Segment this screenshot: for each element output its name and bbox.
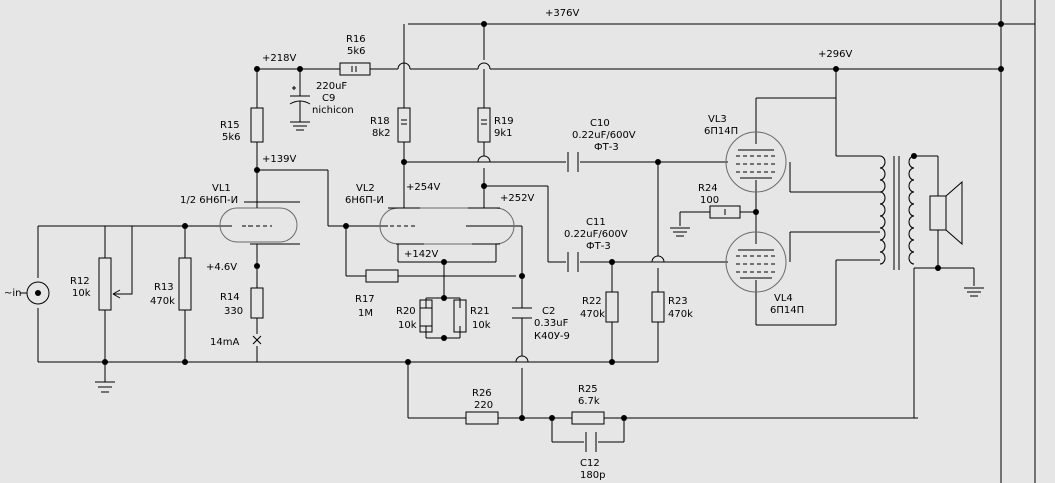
input-jack xyxy=(20,281,50,305)
vl4-type: 6П14П xyxy=(770,305,804,316)
r19-ref: R19 xyxy=(494,116,514,127)
c11-type: ФТ-3 xyxy=(586,241,611,252)
resistor-r14 xyxy=(250,287,264,319)
c2-ref: C2 xyxy=(542,306,555,317)
speaker-icon xyxy=(929,180,963,246)
r20-ref: R20 xyxy=(396,306,416,317)
resistor-r25 xyxy=(571,411,605,425)
node-label-142: +142V xyxy=(404,249,438,260)
r12-ref: R12 xyxy=(70,276,90,287)
tube-vl2 xyxy=(379,207,515,245)
r24-value: 100 xyxy=(700,195,719,206)
resistor-r26 xyxy=(465,411,499,425)
current-label: 14mA xyxy=(210,337,239,348)
rail-label-218: +218V xyxy=(262,53,296,64)
r13-ref: R13 xyxy=(154,282,174,293)
r17-value: 1M xyxy=(358,308,373,319)
capacitor-c9 xyxy=(289,69,311,122)
rail-label-139: +139V xyxy=(262,154,296,165)
resistor-r19 xyxy=(477,107,491,143)
capacitor-c2 xyxy=(512,307,532,319)
c12-ref: C12 xyxy=(580,458,600,469)
node-label-252: +252V xyxy=(500,193,534,204)
vl2-type: 6Н6П-И xyxy=(345,195,384,206)
potentiometer-r12 xyxy=(98,257,112,311)
output-stage-wiring xyxy=(679,69,975,418)
r15-value: 5k6 xyxy=(222,132,241,143)
r24-ref: R24 xyxy=(698,183,718,194)
resistor-r17 xyxy=(365,269,399,283)
vl4-ref: VL4 xyxy=(774,293,793,304)
vl3-ref: VL3 xyxy=(708,114,727,125)
r15-ref: R15 xyxy=(220,120,240,131)
tube-vl3 xyxy=(725,131,787,193)
resistor-r24 xyxy=(709,205,741,219)
resistor-r18 xyxy=(397,107,411,143)
capacitor-c11 xyxy=(567,252,579,272)
c9-ref: C9 xyxy=(322,93,335,104)
r25-ref: R25 xyxy=(578,384,598,395)
c2-type: К40У-9 xyxy=(534,331,570,342)
r19-value: 9k1 xyxy=(494,128,513,139)
r14-ref: R14 xyxy=(220,292,240,303)
vl1-ref: VL1 xyxy=(212,183,231,194)
r13-value: 470k xyxy=(150,296,175,307)
c10-ref: C10 xyxy=(590,118,610,129)
input-label: ~in xyxy=(4,288,22,299)
resistor-r13 xyxy=(178,257,192,311)
r23-ref: R23 xyxy=(668,296,688,307)
r22-ref: R22 xyxy=(582,296,602,307)
c10-value: 0.22uF/600V xyxy=(572,130,636,141)
vl3-type: 6П14П xyxy=(704,126,738,137)
resistor-r22 xyxy=(605,291,619,323)
vl2-ref: VL2 xyxy=(356,183,375,194)
r21-ref: R21 xyxy=(470,306,490,317)
c9-value: 220uF xyxy=(316,81,347,92)
capacitor-c12 xyxy=(585,432,597,452)
resistor-r16 xyxy=(339,62,371,76)
resistor-r23 xyxy=(651,291,665,323)
ground-symbol xyxy=(964,287,984,297)
ground-symbol xyxy=(670,227,690,237)
tube-vl4 xyxy=(725,231,787,293)
capacitor-c10 xyxy=(567,152,579,172)
r20-value: 10k xyxy=(398,320,417,331)
r25-value: 6.7k xyxy=(578,396,600,407)
resistor-r15 xyxy=(250,107,264,143)
tube-vl1 xyxy=(219,201,300,245)
r16-ref: R16 xyxy=(346,34,366,45)
junction-dots xyxy=(102,21,1004,421)
rail-label-376: +376V xyxy=(545,8,579,19)
c9-type: nichicon xyxy=(312,105,354,116)
vl1-type: 1/2 6Н6П-И xyxy=(180,195,238,206)
r21-value: 10k xyxy=(472,320,491,331)
r12-value: 10k xyxy=(72,288,91,299)
r26-value: 220 xyxy=(474,400,493,411)
r23-value: 470k xyxy=(668,309,693,320)
node-label-254: +254V xyxy=(406,182,440,193)
ground-symbol xyxy=(290,121,310,131)
ground-symbol xyxy=(95,381,115,393)
r16-value: 5k6 xyxy=(347,46,366,57)
resistor-r21 xyxy=(453,299,467,333)
supply-rails xyxy=(257,0,1036,483)
c2-value: 0.33uF xyxy=(534,318,569,329)
output-transformer xyxy=(879,155,915,270)
r22-value: 470k xyxy=(580,309,605,320)
c11-ref: C11 xyxy=(586,217,606,228)
c10-type: ФТ-3 xyxy=(594,142,619,153)
stage-vl2-wiring xyxy=(345,24,918,443)
r18-ref: R18 xyxy=(370,116,390,127)
c11-value: 0.22uF/600V xyxy=(564,229,628,240)
rail-label-296: +296V xyxy=(818,49,852,60)
r14-value: 330 xyxy=(224,306,243,317)
resistor-r20 xyxy=(419,299,433,333)
c12-value: 180p xyxy=(580,470,605,481)
node-label-4-6: +4.6V xyxy=(206,262,237,273)
r18-value: 8k2 xyxy=(372,128,391,139)
r17-ref: R17 xyxy=(355,294,375,305)
r26-ref: R26 xyxy=(472,388,492,399)
